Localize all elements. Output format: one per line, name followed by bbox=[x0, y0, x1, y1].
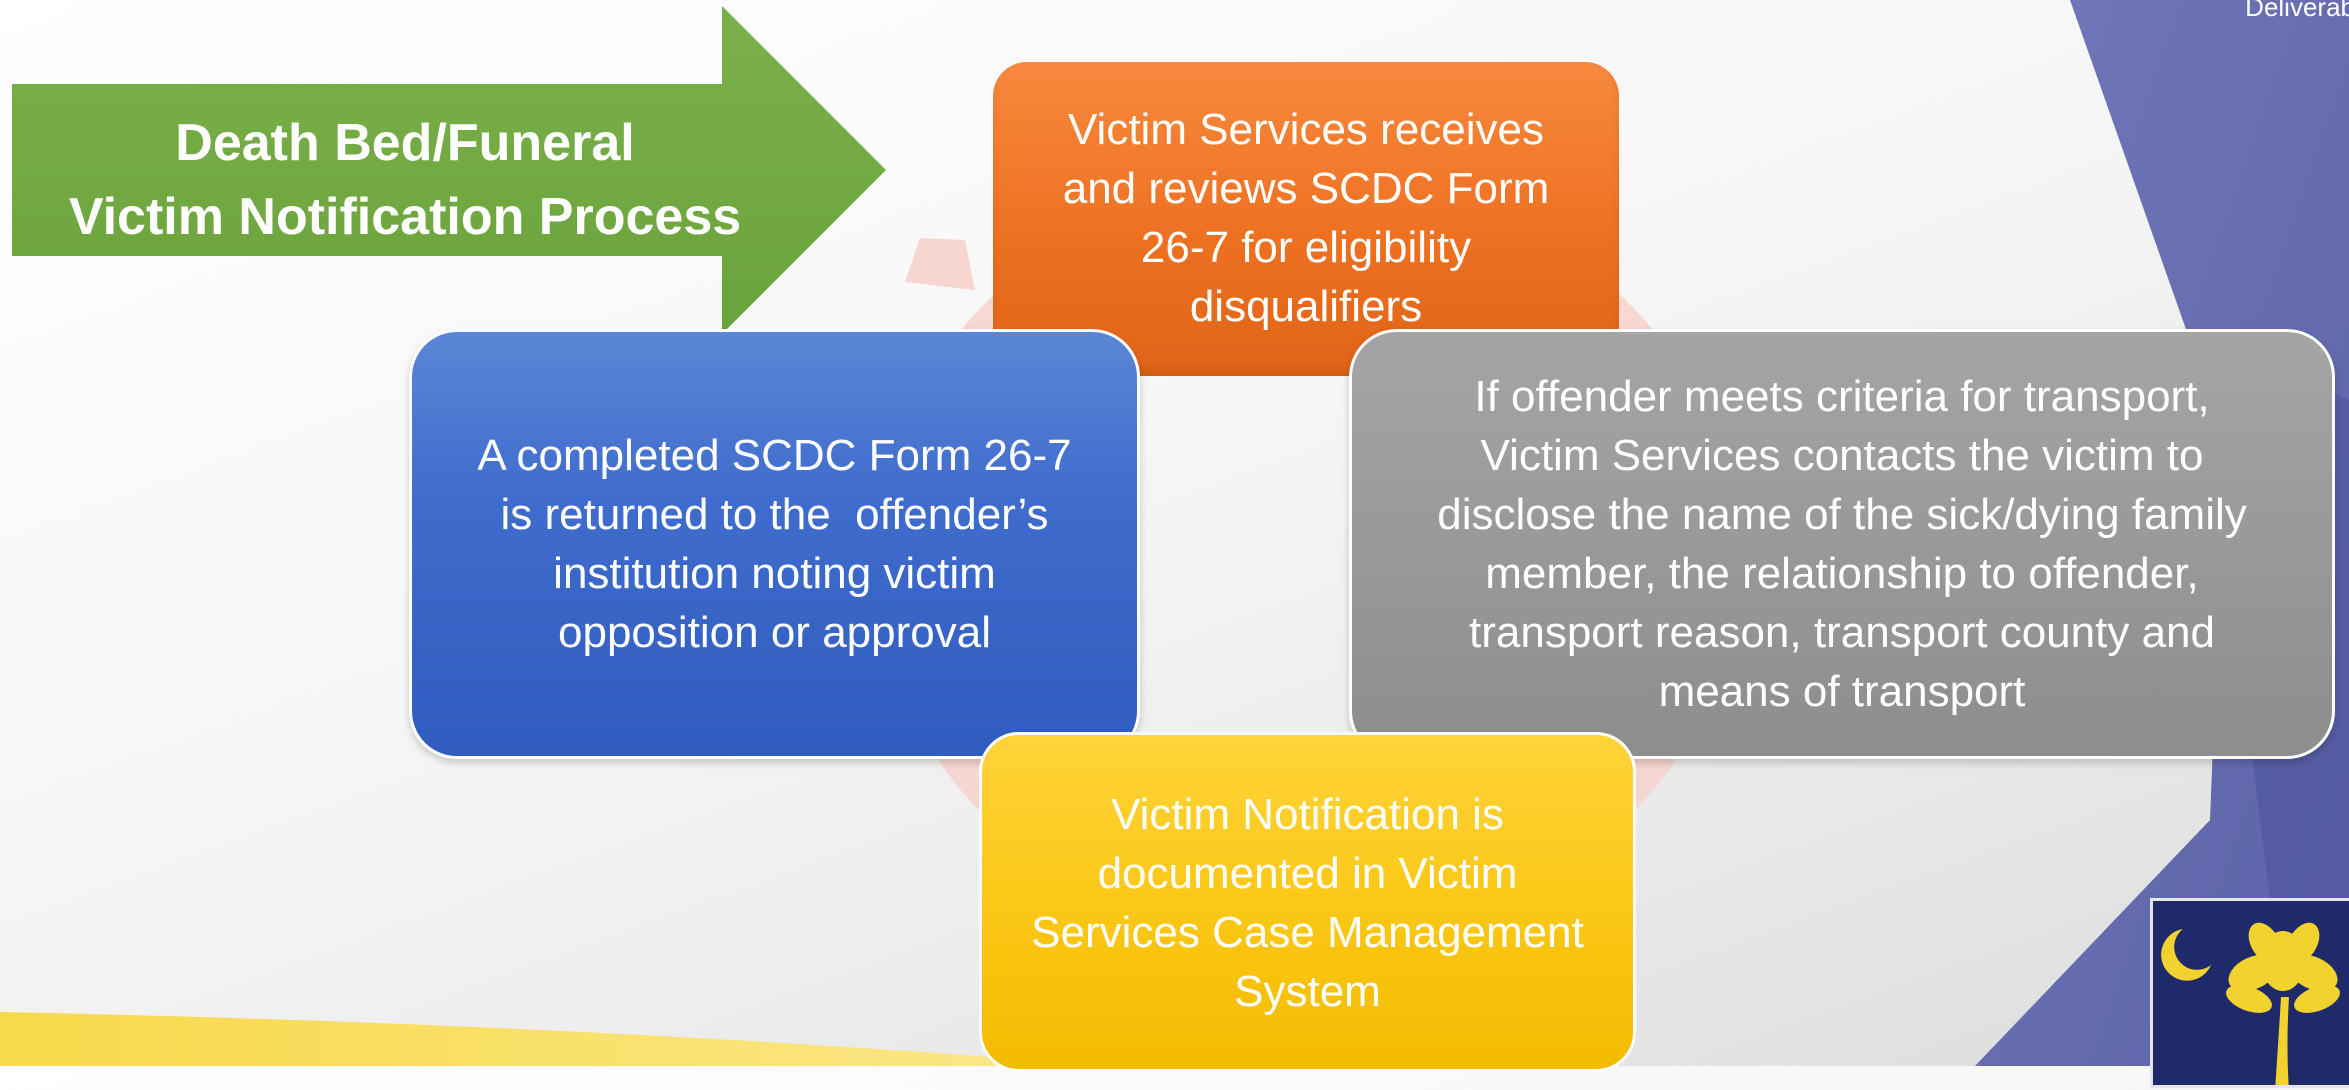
step-documented-line-2: documented in Victim bbox=[1097, 849, 1518, 898]
step-returned-line-3: institution noting victim bbox=[553, 549, 996, 598]
title-arrow-shape bbox=[12, 6, 886, 334]
step-documented-line-1: Victim Notification is bbox=[1111, 790, 1504, 839]
step-contact-victim-text: If offender meets criteria for transport… bbox=[1437, 367, 2247, 721]
step-documented-text: Victim Notification is documented in Vic… bbox=[1031, 785, 1584, 1021]
yellow-swoosh-decoration bbox=[0, 1012, 1100, 1066]
step-returned-line-4: opposition or approval bbox=[558, 608, 991, 657]
step-review-line-1: Victim Services receives bbox=[1068, 105, 1544, 154]
step-returned-line-2: is returned to the offender’s bbox=[500, 490, 1049, 539]
step-documented-line-4: System bbox=[1234, 967, 1381, 1016]
step-form-returned-box: A completed SCDC Form 26-7 is returned t… bbox=[409, 329, 1140, 759]
step-documented-box: Victim Notification is documented in Vic… bbox=[979, 732, 1636, 1072]
step-contact-line-2: Victim Services contacts the victim to bbox=[1480, 431, 2204, 480]
palmetto-crescent-icon bbox=[2150, 898, 2349, 1090]
step-contact-line-1: If offender meets criteria for transport… bbox=[1474, 372, 2210, 421]
title-line-2: Victim Notification Process bbox=[68, 188, 742, 246]
step-review-line-2: and reviews SCDC Form bbox=[1062, 164, 1550, 213]
corner-label: Deliverab bbox=[2245, 0, 2349, 22]
step-returned-line-1: A completed SCDC Form 26-7 bbox=[477, 431, 1072, 480]
step-contact-line-6: means of transport bbox=[1658, 667, 2026, 716]
step-review-line-4: disqualifiers bbox=[1189, 282, 1423, 331]
step-review-form-box: Victim Services receives and reviews SCD… bbox=[993, 62, 1619, 376]
step-contact-victim-box: If offender meets criteria for transport… bbox=[1349, 329, 2335, 759]
step-contact-line-5: transport reason, transport county and bbox=[1469, 608, 2215, 657]
step-contact-line-3: disclose the name of the sick/dying fami… bbox=[1437, 490, 2247, 539]
step-form-returned-text: A completed SCDC Form 26-7 is returned t… bbox=[477, 426, 1071, 662]
step-review-line-3: 26-7 for eligibility bbox=[1140, 223, 1472, 272]
step-documented-line-3: Services Case Management bbox=[1031, 908, 1584, 957]
title-line-1: Death Bed/Funeral bbox=[175, 114, 635, 172]
step-contact-line-4: member, the relationship to offender, bbox=[1485, 549, 2199, 598]
step-review-form-text: Victim Services receives and reviews SCD… bbox=[1063, 100, 1550, 336]
diagram-title: Death Bed/Funeral Victim Notification Pr… bbox=[10, 100, 800, 260]
